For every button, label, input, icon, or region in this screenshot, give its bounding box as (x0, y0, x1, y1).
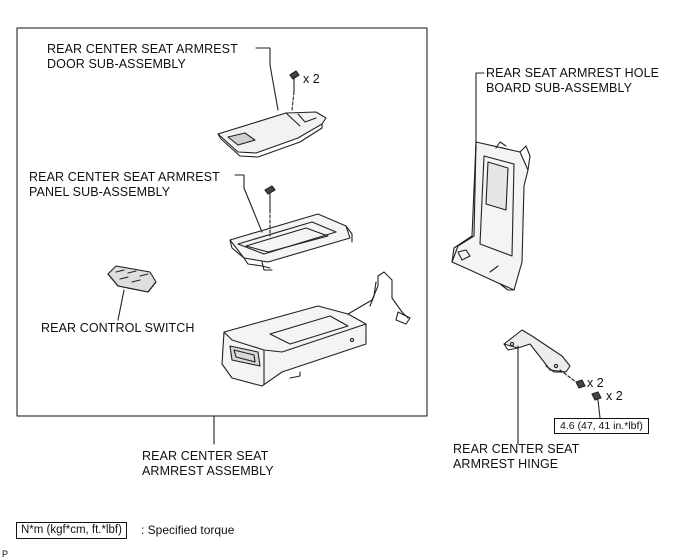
hole-board-leader-line (475, 72, 485, 151)
door-screw-quantity: x 2 (303, 72, 320, 86)
armrest-door-drawing (217, 111, 327, 158)
panel-sub-assembly-label: REAR CENTER SEAT ARMREST PANEL SUB-ASSEM… (29, 170, 220, 199)
hole-board-drawing (451, 141, 531, 291)
rear-control-switch-drawing (107, 265, 157, 293)
hinge-bolt-quantity-upper: x 2 (587, 376, 604, 390)
hinge-bolt-quantity-lower: x 2 (606, 389, 623, 403)
door-sub-assembly-label: REAR CENTER SEAT ARMREST DOOR SUB-ASSEMB… (47, 42, 238, 71)
torque-legend-meaning: : Specified torque (141, 523, 235, 537)
page-mark: P (2, 549, 9, 559)
panel-screw-icon (264, 185, 276, 211)
panel-leader-line (234, 174, 263, 233)
armrest-panel-drawing (229, 213, 353, 271)
hinge-bolt-icon-upper (575, 379, 586, 389)
hinge-torque-spec: 4.6 (47, 41 in.*lbf) (554, 418, 649, 434)
door-screw-icon (289, 70, 300, 93)
armrest-assembly-label: REAR CENTER SEAT ARMREST ASSEMBLY (142, 449, 274, 478)
hole-board-label: REAR SEAT ARMREST HOLE BOARD SUB-ASSEMBL… (486, 66, 660, 95)
armrest-hinge-drawing (503, 329, 571, 373)
armrest-assembly-drawing (221, 271, 411, 387)
switch-leader-line (117, 289, 125, 321)
torque-unit-legend-box: N*m (kgf*cm, ft.*lbf) (16, 522, 127, 539)
armrest-hinge-label: REAR CENTER SEAT ARMREST HINGE (453, 442, 580, 471)
assembly-group-frame (16, 27, 428, 417)
hinge-bolt-icon-lower (591, 391, 602, 401)
rear-control-switch-label: REAR CONTROL SWITCH (41, 321, 195, 335)
door-leader-line (255, 47, 279, 111)
